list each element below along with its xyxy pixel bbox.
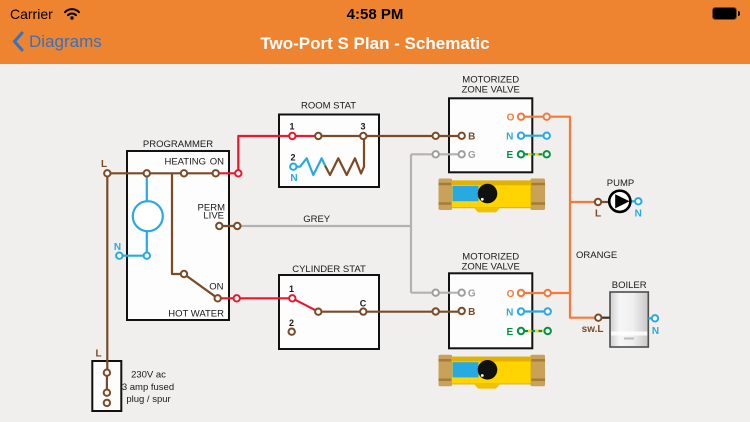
- live-label: LIVE: [203, 211, 224, 222]
- earth-wires: [521, 153, 548, 333]
- valve-bottom-g: G: [468, 289, 476, 300]
- wire-cylstat-switch: [291, 297, 319, 313]
- programmer-title: PROGRAMMER: [143, 139, 213, 150]
- valve-top-n: N: [506, 132, 513, 143]
- pump-title: PUMP: [607, 178, 634, 189]
- blue-terminals: [115, 131, 660, 323]
- valve-bottom-title2: ZONE VALVE: [462, 261, 520, 272]
- wiring-diagram: PROGRAMMER HEATING ON PERM LIVE ON HOT W…: [91, 75, 660, 412]
- room-stat-1: 1: [289, 122, 294, 132]
- valve-top-e: E: [506, 150, 513, 161]
- clock-time: 4:58 PM: [346, 6, 404, 23]
- green-terminals: [516, 150, 552, 336]
- room-stat-title: ROOM STAT: [301, 101, 356, 112]
- valve-top-o: O: [507, 113, 515, 124]
- room-stat-box: [278, 113, 380, 188]
- back-button[interactable]: Diagrams: [12, 31, 102, 52]
- wire-hw-switch: [183, 273, 219, 300]
- cylinder-stat-c: C: [360, 299, 367, 309]
- valve-bottom-o: O: [507, 289, 515, 300]
- live-l-label: L: [101, 159, 107, 170]
- valve-top-g: G: [468, 150, 476, 161]
- boiler-title: BOILER: [612, 280, 647, 291]
- terminals: [102, 112, 660, 408]
- room-stat-n: N: [290, 173, 297, 184]
- boiler-n-label: N: [652, 326, 659, 337]
- spur-line3: plug / spur: [126, 394, 170, 405]
- valve-bottom-e: E: [506, 327, 513, 338]
- valve-top-title1: MOTORIZED: [462, 75, 519, 86]
- zone-valve-bottom-graphic: [437, 353, 547, 390]
- cylinder-stat-title: CYLINDER STAT: [292, 264, 366, 275]
- header-bar: Carrier 4:58 PM Diagrams Two-Port S Plan…: [0, 0, 750, 64]
- zone-valve-top-graphic: [437, 177, 547, 214]
- red-terminals: [232, 131, 297, 303]
- programmer-box: [126, 150, 230, 321]
- battery-icon: [713, 8, 740, 19]
- status-bar: Carrier 4:58 PM: [0, 0, 750, 27]
- page-title: Two-Port S Plan - Schematic: [260, 34, 490, 53]
- valve-bottom-title1: MOTORIZED: [462, 252, 519, 263]
- red-wires: [215, 134, 319, 313]
- spur-line1: 230V ac: [131, 369, 166, 380]
- grey-wire-label: GREY: [303, 214, 331, 225]
- valve-bottom-b: B: [468, 307, 475, 318]
- roomstat-resistor-blue: [293, 157, 326, 177]
- spur-line2: 3 amp fused: [122, 382, 174, 393]
- boiler-band: [611, 331, 648, 336]
- pump-l-label: L: [595, 209, 601, 220]
- boiler-swl-label: sw.L: [582, 324, 604, 335]
- orange-wire-label: ORANGE: [576, 250, 617, 261]
- schematic-canvas: PROGRAMMER HEATING ON PERM LIVE ON HOT W…: [0, 64, 750, 422]
- pump-arrow-icon: [615, 194, 630, 209]
- back-button-label: Diagrams: [29, 31, 102, 51]
- spur-l-label: L: [95, 349, 101, 360]
- room-stat-3: 3: [360, 122, 365, 132]
- valve-top-title2: ZONE VALVE: [462, 84, 520, 95]
- nav-bar: Diagrams Two-Port S Plan - Schematic: [0, 27, 750, 64]
- pump-symbol: [607, 189, 632, 214]
- programmer-clock-symbol: [131, 200, 164, 233]
- roomstat-resistor-brown: [324, 136, 366, 177]
- back-chevron-icon: [13, 31, 24, 52]
- cylinder-stat-2: 2: [289, 318, 294, 328]
- pump-n-label: N: [635, 209, 642, 220]
- clock-n-label: N: [114, 242, 121, 253]
- room-stat-2: 2: [290, 153, 295, 163]
- carrier-label: Carrier: [10, 6, 53, 22]
- cylinder-stat-1: 1: [289, 284, 294, 294]
- brown-terminals: [102, 131, 603, 408]
- hw-on-label: ON: [209, 282, 223, 293]
- grey-terminals: [431, 150, 466, 297]
- component-boxes: [91, 97, 650, 412]
- orange-terminals: [516, 112, 552, 298]
- wifi-icon: [63, 7, 81, 25]
- perm-label: PERM: [198, 203, 226, 214]
- hot-water-label: HOT WATER: [168, 309, 224, 320]
- labels: PROGRAMMER HEATING ON PERM LIVE ON HOT W…: [95, 75, 659, 405]
- valve-top-b: B: [468, 132, 475, 143]
- heating-on-label: ON: [210, 157, 224, 168]
- wire-heating-on: [215, 134, 293, 175]
- valve-bottom-n: N: [506, 307, 513, 318]
- heating-label: HEATING: [164, 157, 206, 168]
